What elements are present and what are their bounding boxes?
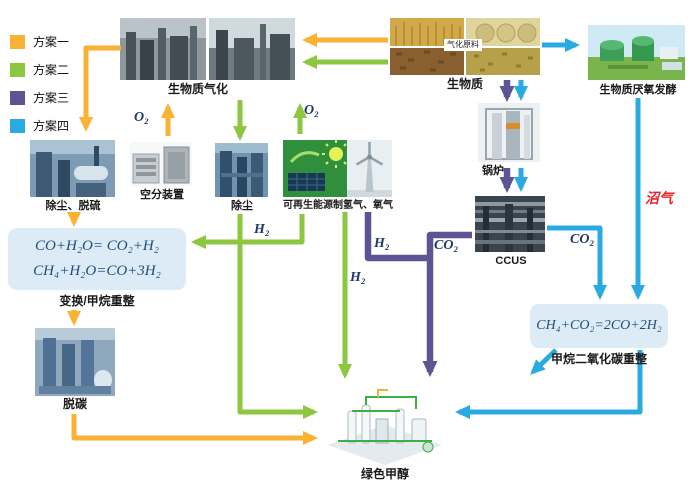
renewable-energy-image: [283, 140, 353, 197]
gasification-label: 生物质气化: [167, 82, 228, 96]
solar-panel-icon: [288, 173, 325, 191]
h2-label-scheme3: H₂: [374, 236, 390, 251]
legend-item-scheme3: 方案三: [10, 89, 69, 106]
methanol-label: 绿色甲醇: [360, 467, 409, 481]
dedust-label: 除尘: [231, 200, 253, 212]
o2-label-airsep: O₂: [134, 110, 149, 125]
arrow-s3-co2-ccus-to-methanol: [422, 231, 472, 377]
legend-item-scheme4: 方案四: [10, 117, 69, 134]
scheme1-swatch: [10, 34, 25, 49]
arrow-s2-dedust-to-methanol: [237, 214, 318, 419]
dedust-image: [215, 143, 268, 197]
scheme3-label: 方案三: [33, 91, 70, 105]
air-separation-image: [130, 142, 192, 186]
scheme3-swatch: [10, 90, 25, 105]
ccus-label: CCUS: [495, 255, 527, 267]
wind-turbine-image: [347, 140, 392, 197]
scheme2-swatch: [10, 62, 25, 77]
gasification-feedstock-tag: 气化原料: [444, 39, 482, 52]
scheme2-label: 方案二: [33, 63, 70, 77]
o2-label-renewable: O₂: [304, 103, 319, 118]
co2-label-scheme4: CO₂: [570, 232, 595, 247]
arrow-s1-to-methanol: [71, 414, 318, 445]
decarbonization-image: [35, 328, 115, 396]
boiler-label: 锅炉: [482, 165, 504, 177]
ccus-image: [475, 196, 545, 252]
air-separation-label: 空分装置: [140, 189, 184, 201]
renewable-label: 可再生能源制氢气、氧气: [283, 200, 393, 211]
green-methanol-image: [318, 383, 452, 467]
legend-item-scheme2: 方案二: [10, 61, 69, 78]
dry-reforming-equation-box: CH₄+CO₂=2CO+2H₂: [530, 304, 668, 348]
fermentation-image: [588, 25, 685, 80]
boiler-image: [478, 103, 540, 162]
arrow-s1-gasification-to-dedust-desulfurize: [79, 45, 121, 132]
co2-label-scheme3: CO₂: [434, 238, 459, 253]
dedust-desulfurize-image: [30, 140, 115, 197]
scheme4-label: 方案四: [33, 119, 70, 133]
dedust-desulfurize-label: 除尘、脱硫: [45, 200, 101, 212]
legend-item-scheme1: 方案一: [10, 33, 69, 50]
scheme1-label: 方案一: [33, 35, 70, 49]
biomass-label: 生物质: [446, 77, 483, 91]
shift-equation-line2: CH₄+H₂O=CO+3H₂: [33, 263, 161, 279]
shift-reforming-equation-box: CO+H₂O= CO₂+H₂ CH₄+H₂O=CO+3H₂: [8, 228, 186, 290]
wind-turbine-icon: [355, 142, 384, 192]
shift-reforming-label: 变换/甲烷重整: [59, 294, 135, 308]
decarbonization-label: 脱碳: [62, 397, 87, 411]
dry-reforming-label: 甲烷二氧化碳重整: [550, 352, 647, 366]
scheme4-swatch: [10, 118, 25, 133]
fermentation-label: 生物质厌氧发酵: [599, 84, 677, 96]
legend: 方案一 方案二 方案三 方案四: [10, 33, 69, 145]
h2-label-reformer: H₂: [254, 222, 270, 237]
arrow-s2-h2-to-reformer: [191, 214, 305, 249]
shift-equation-line1: CO+H₂O= CO₂+H₂: [35, 238, 159, 255]
h2-label-methanol: H₂: [350, 270, 366, 285]
biogas-label: 沼气: [645, 192, 673, 207]
dry-reforming-equation: CH₄+CO₂=2CO+2H₂: [536, 318, 662, 334]
gasification-image: [120, 18, 295, 80]
